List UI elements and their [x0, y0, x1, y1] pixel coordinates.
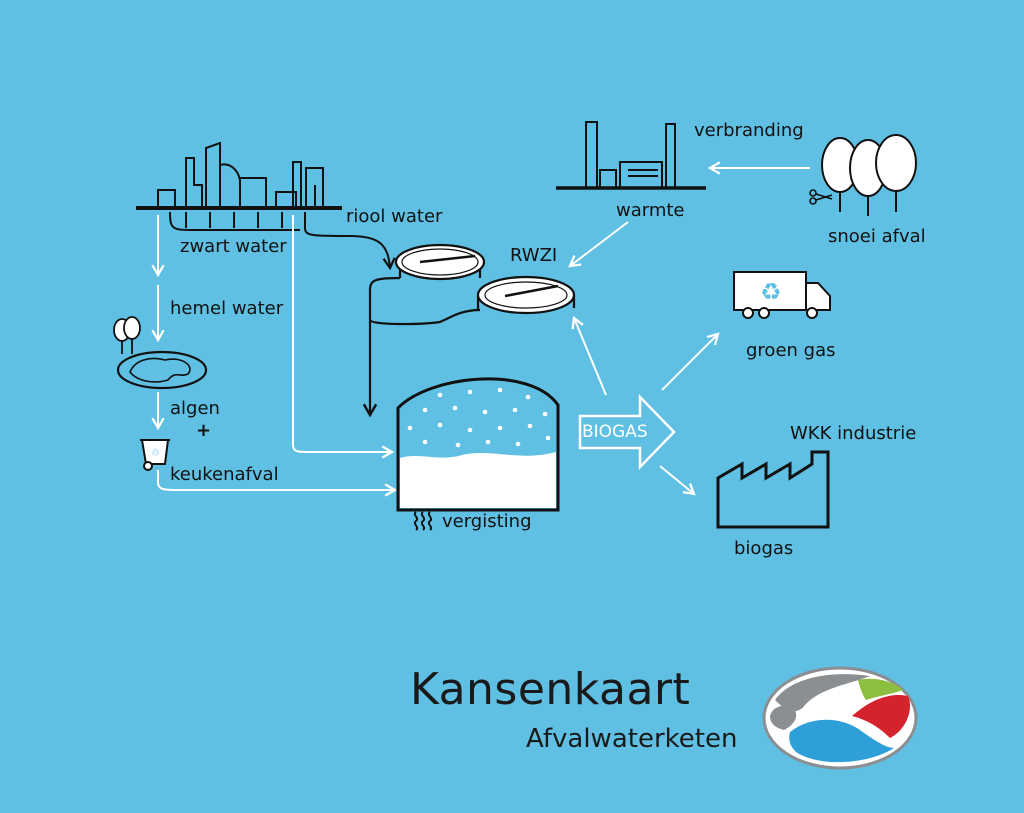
label-warmte: warmte — [616, 200, 685, 221]
factory-icon — [716, 450, 830, 529]
brand-title: Kansenkaart — [410, 664, 691, 715]
label-biogas-arrow: BIOGAS — [582, 422, 648, 442]
truck-icon: ♻ — [733, 271, 831, 319]
incinerator-icon — [556, 121, 706, 190]
city-icon — [136, 141, 342, 231]
label-wkk-industrie: WKK industrie — [790, 423, 917, 444]
label-verbranding: verbranding — [694, 120, 804, 141]
small-trees-icon — [113, 316, 141, 354]
city-water-flows — [151, 215, 398, 497]
svg-text:♻: ♻ — [760, 278, 782, 306]
label-algen: algen — [170, 398, 220, 419]
biogas-big-arrow — [578, 393, 676, 471]
pond-icon — [116, 350, 208, 390]
trees-icon — [821, 134, 917, 216]
label-plus: + — [196, 420, 212, 441]
digester-icon — [396, 377, 560, 512]
waste-bin-icon: ♲ — [140, 439, 170, 471]
label-vergisting: vergisting — [442, 511, 532, 532]
heat-icon — [413, 511, 433, 531]
label-hemel-water: hemel water — [170, 298, 284, 319]
brand-subtitle: Afvalwaterketen — [526, 724, 738, 754]
label-riool-water: riool water — [346, 206, 443, 227]
label-rwzi: RWZI — [510, 245, 558, 266]
logo-icon — [762, 666, 918, 770]
label-biogas: biogas — [734, 538, 794, 559]
label-keukenafval: keukenafval — [170, 464, 279, 485]
riool-water-pipe — [304, 212, 396, 271]
rwzi-tanks-icon — [362, 243, 576, 418]
label-zwart-water: zwart water — [180, 236, 287, 257]
label-groen-gas: groen gas — [746, 340, 836, 361]
scissors-icon — [809, 189, 833, 205]
svg-text:♲: ♲ — [151, 448, 160, 459]
biogas-flows — [568, 161, 810, 496]
label-snoei-afval: snoei afval — [828, 226, 926, 247]
